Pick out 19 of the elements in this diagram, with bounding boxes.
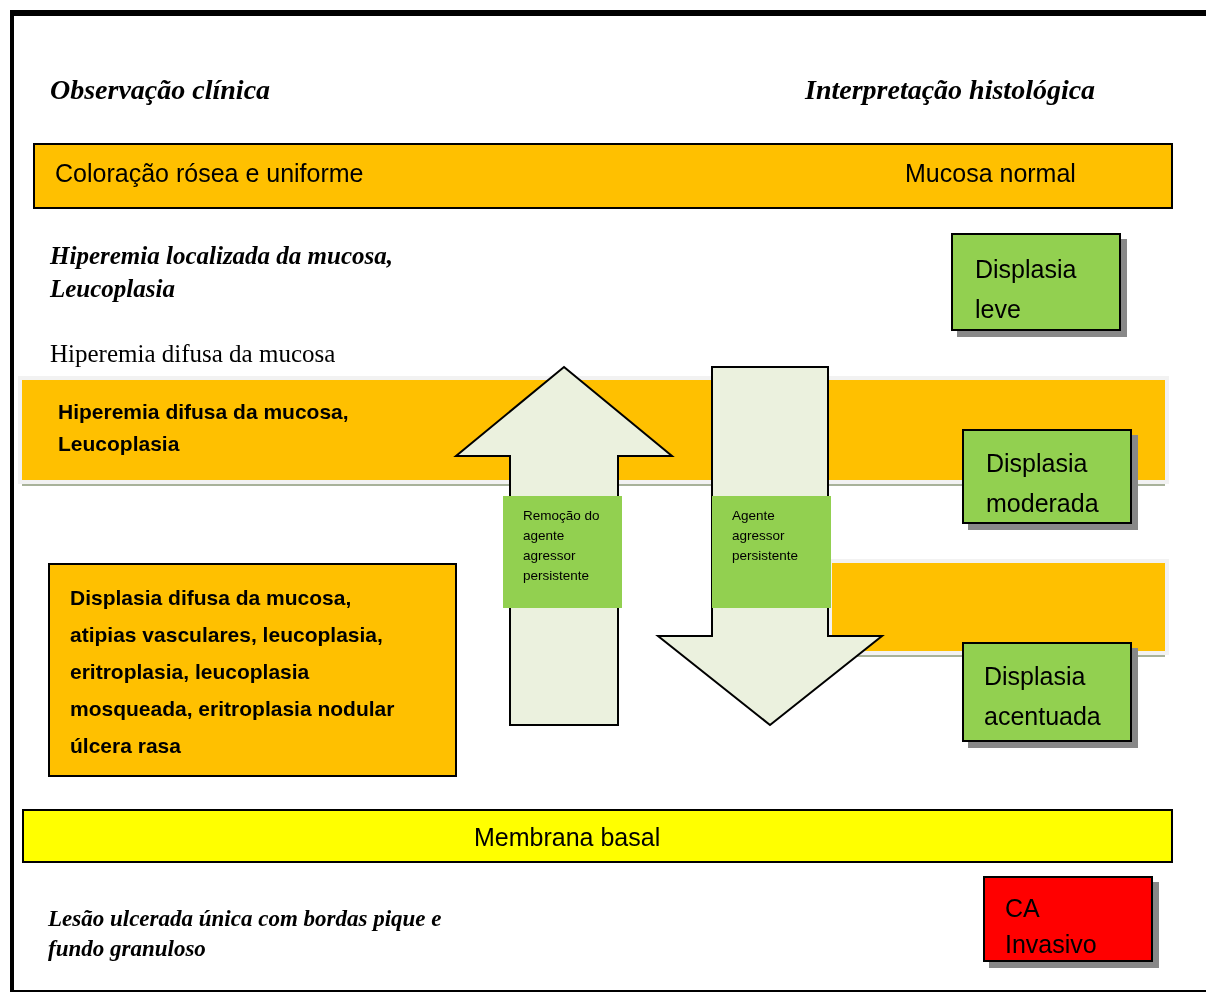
stage-label: Mucosa normal bbox=[905, 159, 1076, 188]
edge-label: Agente agressor persistente bbox=[712, 496, 831, 608]
band bbox=[33, 143, 1173, 209]
box-text: Displasia moderada bbox=[986, 448, 1100, 519]
basement-membrane-band bbox=[22, 809, 1173, 863]
observation-text: Hiperemia difusa da mucosa bbox=[50, 340, 336, 368]
box-text: Displasia difusa da mucosa, atipias vasculares, leucoplasia, eritroplasia, leucoplasia mosqueada, eritroplasia nodular úlcera rasa bbox=[70, 585, 396, 759]
box-text: Displasia leve bbox=[975, 254, 1078, 325]
box-text: Membrana basal bbox=[474, 823, 661, 852]
observation-text: Lesão ulcerada única com bordas pique e fundo granuloso bbox=[48, 905, 443, 963]
column-heading: Observação clínica bbox=[50, 74, 271, 106]
box-text: Displasia acentuada bbox=[984, 661, 1102, 732]
observation-text: Hiperemia localizada da mucosa, Leucoplasia bbox=[50, 241, 395, 304]
box-text: CA Invasivo bbox=[1005, 893, 1098, 960]
edge-label: Remoção do agente agressor persistente bbox=[503, 496, 622, 608]
column-heading: Interpretação histológica bbox=[805, 74, 1096, 106]
observation-box bbox=[48, 563, 457, 777]
box-text: Hiperemia difusa da mucosa, Leucoplasia bbox=[58, 399, 350, 457]
box-text: Coloração rósea e uniforme bbox=[55, 159, 364, 188]
